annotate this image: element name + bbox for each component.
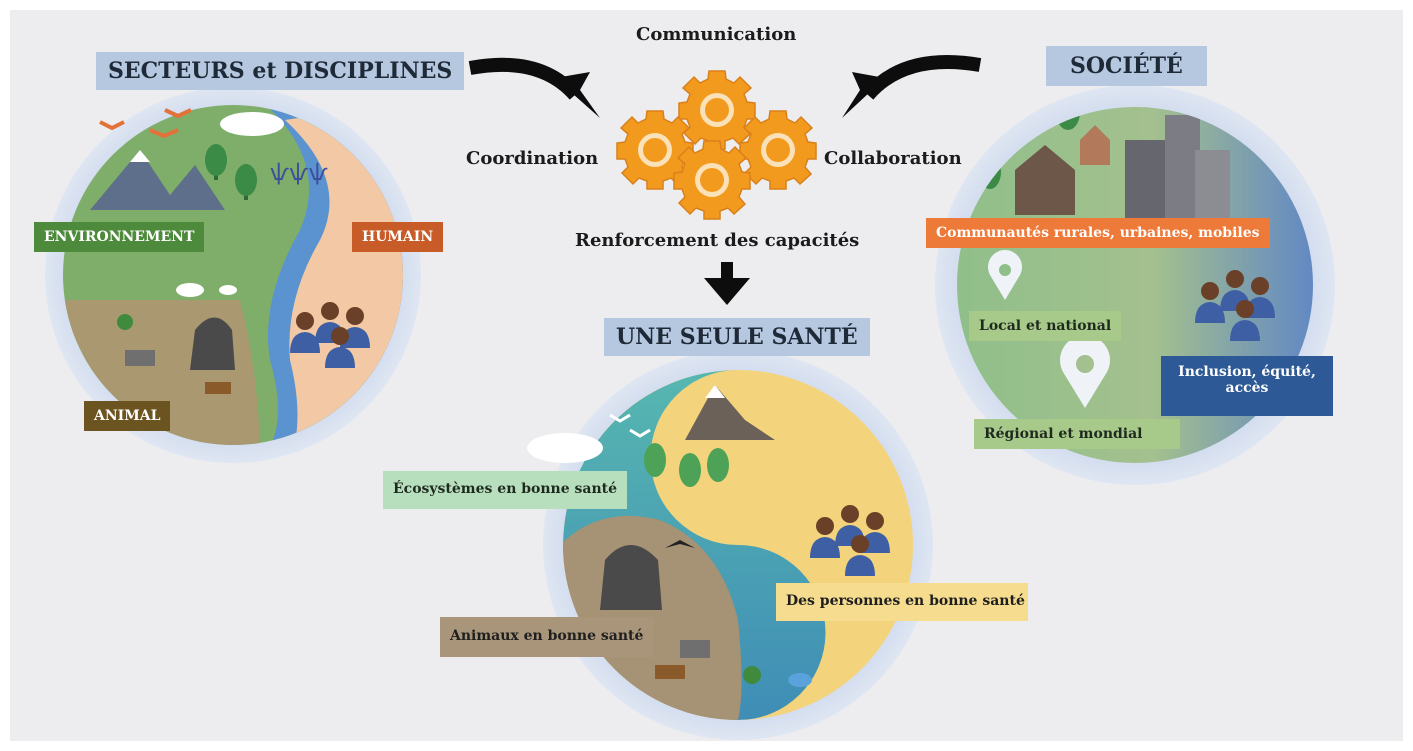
collaboration-label: Collaboration <box>824 148 962 169</box>
one-health-globe <box>527 350 933 740</box>
inclusion-tag: Inclusion, équité, accès <box>1161 356 1333 416</box>
communication-label: Communication <box>636 24 797 45</box>
one-health-title: UNE SEULE SANTÉ <box>604 318 870 356</box>
people-health-tag: Des personnes en bonne santé <box>776 583 1028 621</box>
animal-tag: ANIMAL <box>84 401 171 431</box>
communities-tag: Communautés rurales, urbaines, mobiles <box>926 218 1270 248</box>
animals-health-tag: Animaux en bonne santé <box>440 617 654 657</box>
map-pin-large-icon <box>1060 335 1111 408</box>
inclusion-line-2: accès <box>1225 380 1269 396</box>
sectors-globe: ѱѱѱ <box>45 87 421 463</box>
capacity-building-label: Renforcement des capacités <box>575 230 860 251</box>
human-tag: HUMAIN <box>352 222 444 252</box>
regional-global-tag: Régional et mondial <box>974 419 1180 449</box>
sectors-title: SECTEURS et DISCIPLINES <box>96 52 465 90</box>
map-pin-icon <box>988 249 1022 300</box>
arrow-right-icon <box>842 55 982 118</box>
svg-text:ѱѱѱ: ѱѱѱ <box>270 161 328 186</box>
inclusion-line-1: Inclusion, équité, <box>1178 364 1316 380</box>
environment-tag: ENVIRONNEMENT <box>34 222 205 252</box>
arrow-left-icon <box>468 57 600 118</box>
coordination-label: Coordination <box>466 148 599 169</box>
society-title: SOCIÉTÉ <box>1046 46 1207 86</box>
local-national-tag: Local et national <box>969 311 1122 341</box>
arrow-down-icon <box>704 262 750 305</box>
ecosystems-tag: Écosystèmes en bonne santé <box>383 471 627 509</box>
gears-icon <box>616 70 817 220</box>
